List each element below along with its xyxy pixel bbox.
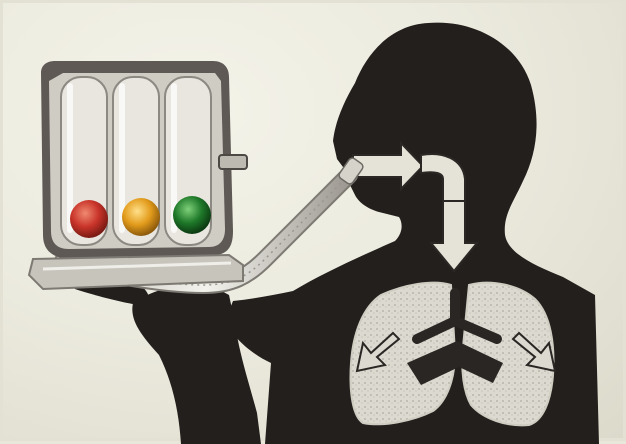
green-ball [173,196,211,234]
illustration-canvas [3,3,626,444]
tube-connector [219,155,247,169]
spirometer-device [29,61,247,289]
orange-ball [122,198,160,236]
red-ball [70,200,108,238]
